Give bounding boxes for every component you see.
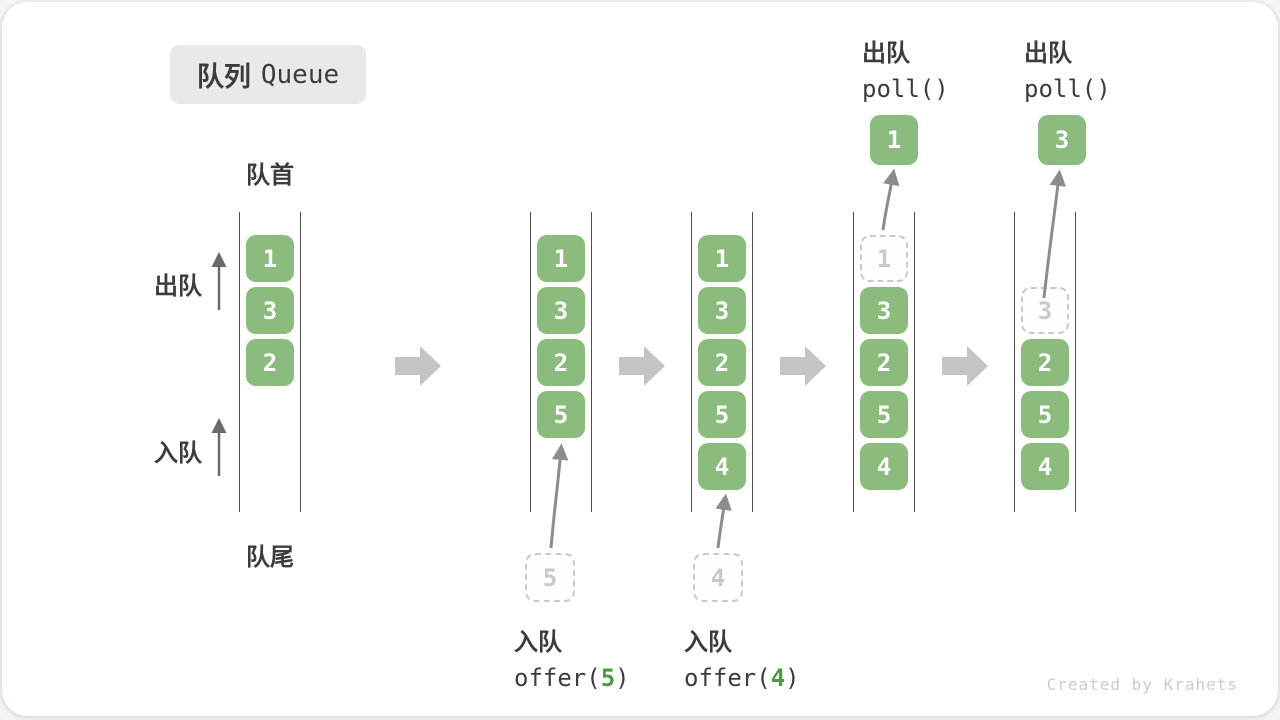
title-en: Queue xyxy=(260,59,340,90)
queue-cell: 5 xyxy=(860,391,908,438)
label-queue-rear: 队尾 xyxy=(246,544,294,571)
operation-action: 入队 xyxy=(684,629,732,656)
queue-column-1: 1 3 2 xyxy=(239,212,301,512)
dequeue-operation-label: 出队 poll() xyxy=(862,33,949,103)
code-arg: 5 xyxy=(600,664,616,692)
title-zh: 队列 xyxy=(196,62,251,92)
queue-cell: 1 xyxy=(246,235,294,282)
queue-column-3: 1 3 2 5 4 xyxy=(691,212,753,512)
label-queue-front: 队首 xyxy=(246,162,294,189)
queue-column-5: 3 2 5 4 xyxy=(1014,212,1076,512)
label-enqueue: 入队 xyxy=(154,440,202,467)
operation-action: 出队 xyxy=(862,40,910,67)
step-arrow-icon xyxy=(780,346,826,386)
step-arrow-icon xyxy=(942,346,988,386)
queue-cell: 5 xyxy=(698,391,746,438)
dequeued-cell: 1 xyxy=(870,115,918,165)
queue-cell: 2 xyxy=(698,339,746,386)
pending-enqueue-cell: 5 xyxy=(525,553,575,602)
queue-column-2: 1 3 2 5 xyxy=(530,212,592,512)
code-fn-open: offer( xyxy=(684,664,771,692)
dequeue-operation-label: 出队 poll() xyxy=(1024,33,1111,103)
operation-code: offer(4) xyxy=(684,664,800,692)
queue-cell: 5 xyxy=(1021,391,1069,438)
queue-cell: 2 xyxy=(860,339,908,386)
queue-cell: 3 xyxy=(860,287,908,334)
step-arrow-icon xyxy=(395,346,441,386)
queue-cell: 1 xyxy=(698,235,746,282)
queue-cell: 2 xyxy=(537,339,585,386)
enqueue-operation-label: 入队 offer(5) xyxy=(514,622,630,692)
operation-action: 出队 xyxy=(1024,40,1072,67)
queue-cell: 2 xyxy=(246,339,294,386)
removed-cell: 3 xyxy=(1021,287,1069,334)
code-fn-close: ) xyxy=(785,664,800,692)
code-fn-open: offer( xyxy=(514,664,601,692)
dequeued-cell: 3 xyxy=(1038,115,1086,165)
queue-cell: 3 xyxy=(698,287,746,334)
queue-cell: 1 xyxy=(537,235,585,282)
title-badge: 队列 Queue xyxy=(170,45,366,104)
queue-cell: 4 xyxy=(698,443,746,490)
code-fn-close: ) xyxy=(615,664,630,692)
operation-action: 入队 xyxy=(514,629,562,656)
queue-cell: 3 xyxy=(246,287,294,334)
watermark: Created by Krahets xyxy=(1046,675,1238,694)
label-dequeue: 出队 xyxy=(154,273,202,300)
code-arg: 4 xyxy=(770,664,786,692)
queue-cell: 4 xyxy=(860,443,908,490)
operation-code: poll() xyxy=(1024,75,1111,103)
removed-cell: 1 xyxy=(860,235,908,282)
queue-column-4: 1 3 2 5 4 xyxy=(853,212,915,512)
queue-cell: 2 xyxy=(1021,339,1069,386)
step-arrow-icon xyxy=(619,346,665,386)
pending-enqueue-cell: 4 xyxy=(693,553,743,602)
operation-code: offer(5) xyxy=(514,664,630,692)
enqueue-operation-label: 入队 offer(4) xyxy=(684,622,800,692)
queue-cell: 4 xyxy=(1021,443,1069,490)
operation-code: poll() xyxy=(862,75,949,103)
queue-cell: 3 xyxy=(537,287,585,334)
queue-cell: 5 xyxy=(537,391,585,438)
